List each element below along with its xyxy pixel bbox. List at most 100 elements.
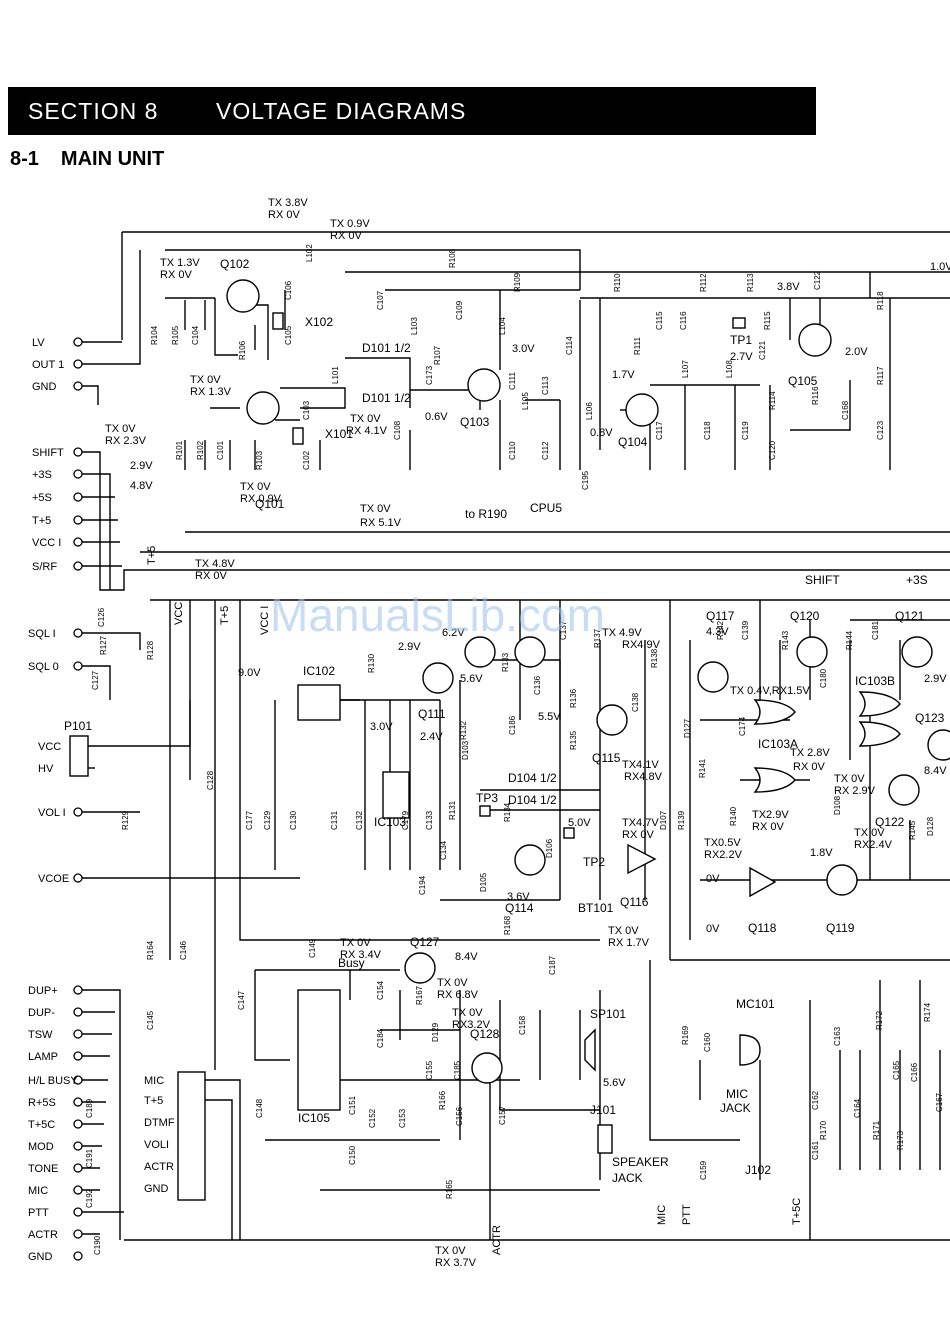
connector-label: R+5S (28, 1097, 56, 1109)
q121-transistor (901, 636, 933, 668)
designator: C145 (146, 1010, 155, 1030)
designator: R167 (415, 985, 424, 1005)
connector-node (73, 1163, 83, 1173)
voltage-q111_e: 2.9V (398, 641, 421, 653)
component-label-q103: Q103 (460, 415, 490, 429)
component-label-ic105: IC105 (298, 1111, 330, 1125)
designator: L107 (681, 360, 690, 378)
component-label-q115: Q115 (592, 751, 621, 765)
designator: C159 (699, 1160, 708, 1180)
voltage-q101_e2: RX 0.9V (240, 493, 282, 505)
designator: C129 (263, 810, 272, 830)
designator: C112 (541, 441, 550, 460)
connector-label: H/L BUSY (28, 1075, 78, 1087)
designator: R172 (875, 1010, 884, 1030)
designator: C151 (348, 1095, 357, 1115)
designator: R110 (613, 273, 622, 292)
designator: C106 (284, 280, 293, 300)
connector-node (73, 492, 83, 502)
designator: R145 (908, 820, 917, 840)
designator: R128 (146, 640, 155, 660)
ic103a-gate (753, 699, 796, 725)
component-label-ic103: IC103 (374, 815, 406, 829)
component-label-j102: J102 (745, 1163, 771, 1177)
designator: R143 (781, 630, 790, 650)
voltage-vcci2: RX 5.1V (360, 517, 402, 529)
section-number: SECTION 8 (28, 98, 159, 124)
rail-label-actr: ACTR (491, 1225, 503, 1255)
designator: R111 (633, 337, 642, 355)
voltage-q115_c: TX4.1V (622, 759, 659, 771)
voltage-q105: 2.0V (845, 346, 868, 358)
voltage-q103_c: 3.0V (512, 343, 535, 355)
designator: C156 (455, 1106, 464, 1126)
designator: R139 (677, 810, 686, 830)
designator: R116 (811, 386, 820, 405)
designator: R141 (698, 758, 707, 778)
voltage-q127_a: TX 0V (340, 937, 371, 949)
designator: C111 (508, 372, 517, 390)
designator: D103 (461, 740, 470, 760)
subsection-number: 8-1 (10, 148, 39, 170)
designator: R131 (448, 800, 457, 820)
designator: R166 (438, 1090, 447, 1110)
designator: R136 (569, 688, 578, 708)
designator: C133 (425, 810, 434, 830)
designator: C121 (758, 340, 767, 360)
voltage-r113: 3.8V (777, 281, 800, 293)
designator: L106 (585, 402, 594, 420)
voltage-tp1: 2.7V (730, 351, 753, 363)
voltage-top_left: 6.2V (442, 627, 465, 639)
voltage-r118: 1.0V (930, 261, 950, 273)
designator: C152 (368, 1108, 377, 1128)
voltage-ic103a_b2: RX 0V (752, 821, 784, 833)
designator: R164 (146, 940, 155, 960)
designator: D107 (659, 810, 668, 830)
component-label-d101b: D101 1/2 (362, 391, 411, 405)
connector-node (73, 469, 83, 479)
voltage-q116_a: TX4.7V (622, 817, 659, 829)
jack-block (177, 1071, 206, 1201)
component-label-p101: P101 (64, 719, 92, 733)
component-label-bt101: BT101 (578, 901, 614, 915)
designator: R132 (459, 720, 468, 740)
designator: L104 (498, 317, 507, 335)
designator: C160 (703, 1032, 712, 1052)
designator: R103 (255, 450, 264, 470)
q111b-transistor (464, 636, 496, 668)
designator: R169 (681, 1025, 690, 1045)
voltage-q122_a: TX 0V (834, 773, 865, 785)
jack-pin-label: MIC (144, 1075, 164, 1087)
designator: C180 (819, 668, 828, 688)
designator: C163 (833, 1026, 842, 1046)
designator: C118 (703, 421, 712, 440)
designator: C185 (453, 1060, 462, 1080)
designator: L102 (305, 244, 314, 262)
designator: C104 (191, 325, 200, 345)
designator: R117 (876, 366, 885, 385)
designator: C109 (455, 300, 464, 320)
designator: R173 (896, 1130, 905, 1150)
designator: R130 (367, 653, 376, 673)
designator: R135 (569, 730, 578, 750)
voltage-actr2: RX 3.7V (435, 1257, 477, 1269)
voltage-p5s: 4.8V (130, 480, 153, 492)
tp2-point (563, 827, 575, 839)
x102-crystal (272, 312, 284, 330)
voltage-q127_b: RX 3.4V (340, 949, 382, 961)
voltage-ic103a_3: RX 0V (793, 761, 825, 773)
rail-label-mic: MIC (656, 1205, 668, 1225)
q101-transistor (246, 391, 280, 425)
designator: D108 (833, 795, 842, 815)
connector-label: ACTR (28, 1229, 58, 1241)
designator: C189 (85, 1098, 94, 1118)
component-label-mic_jack: MIC (726, 1087, 748, 1101)
voltage-ic103a_b: TX2.9V (752, 809, 789, 821)
voltage-q128_a: TX 0V (452, 1007, 483, 1019)
voltage-q127_e: RX 6.8V (437, 989, 479, 1001)
voltage-q102_b2: RX 0V (160, 269, 192, 281)
designator: R129 (121, 810, 130, 830)
connector-label: SQL 0 (28, 661, 59, 673)
designator: R127 (99, 635, 108, 655)
